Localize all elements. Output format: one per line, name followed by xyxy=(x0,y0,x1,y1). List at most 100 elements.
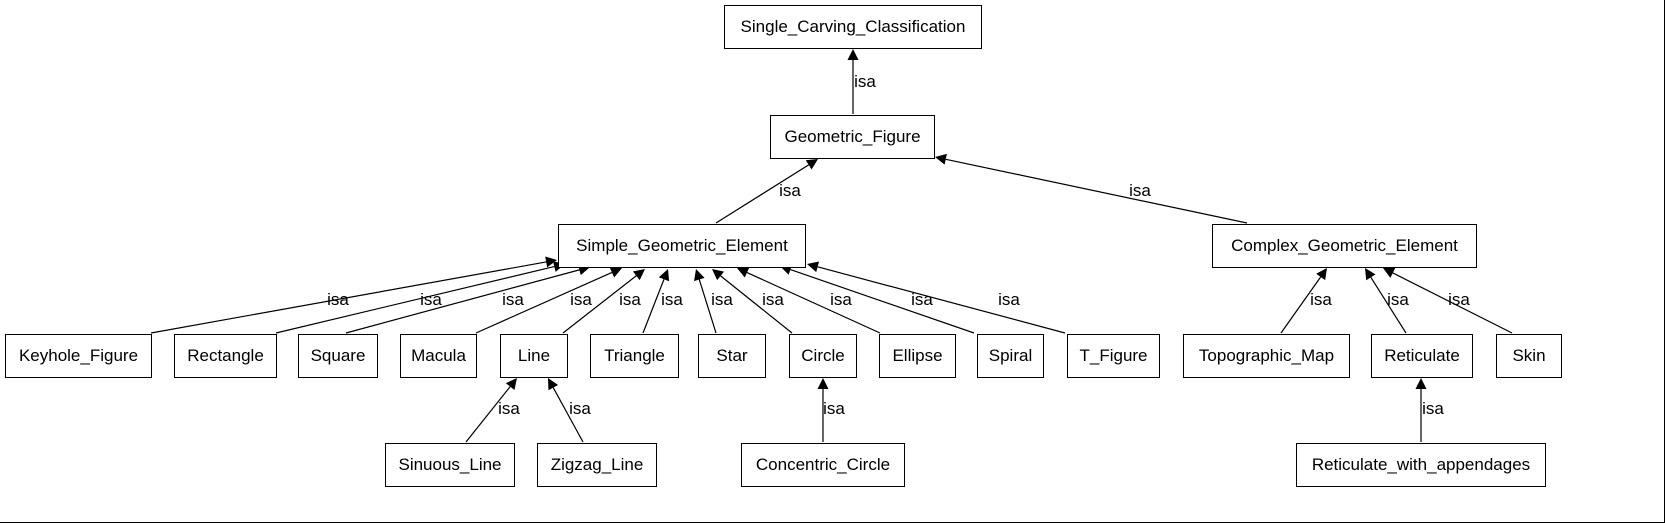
edge-label: isa xyxy=(1310,290,1332,309)
edge-line-to-simple-geometric-element: isa xyxy=(562,269,645,334)
edge-label: isa xyxy=(711,290,733,309)
edge-topographic-map-to-complex-geometric-element: isa xyxy=(1280,268,1332,334)
edge-line xyxy=(150,261,547,334)
arrowhead xyxy=(609,267,622,278)
edge-label: isa xyxy=(1448,290,1470,309)
edge-line xyxy=(1392,272,1513,334)
edge-reticulate-to-complex-geometric-element: isa xyxy=(1365,268,1409,334)
arrowhead xyxy=(694,269,705,282)
edge-label: isa xyxy=(830,290,852,309)
edge-label: isa xyxy=(570,290,592,309)
arrowhead xyxy=(817,378,829,389)
edge-label: isa xyxy=(854,72,876,91)
node-concentric-circle: Concentric_Circle xyxy=(741,443,905,487)
edge-label: isa xyxy=(779,181,801,200)
arrowhead xyxy=(807,261,820,273)
edge-circle-to-simple-geometric-element: isa xyxy=(712,269,793,334)
edge-line xyxy=(817,266,1066,334)
edge-label: isa xyxy=(502,290,524,309)
edge-line xyxy=(345,269,580,334)
edge-line xyxy=(552,387,584,443)
edge-label: isa xyxy=(998,290,1020,309)
edge-geometric-figure-to-single-carving-classification: isa xyxy=(847,49,876,114)
arrowhead xyxy=(1316,268,1327,281)
node-triangle: Triangle xyxy=(590,334,679,378)
arrowhead xyxy=(545,256,557,268)
edge-sinuous-line-to-line: isa xyxy=(465,378,520,443)
edge-line xyxy=(698,279,717,334)
node-keyhole-figure: Keyhole_Figure xyxy=(5,334,152,378)
edge-label: isa xyxy=(762,290,784,309)
arrowhead xyxy=(1383,268,1396,278)
node-square: Square xyxy=(298,334,378,378)
arrowhead xyxy=(548,378,559,391)
arrowhead xyxy=(805,159,818,170)
edge-label: isa xyxy=(911,290,933,309)
edge-line xyxy=(1370,276,1407,334)
edge-line xyxy=(720,275,793,334)
edge-skin-to-complex-geometric-element: isa xyxy=(1383,268,1513,334)
edge-line xyxy=(945,158,1248,224)
arrowhead xyxy=(935,153,947,165)
edge-complex-geometric-element-to-geometric-figure: isa xyxy=(935,153,1248,224)
node-skin: Skin xyxy=(1496,334,1562,378)
edge-line xyxy=(1280,276,1322,334)
edge-keyhole-figure-to-simple-geometric-element: isa xyxy=(150,256,557,334)
edge-simple-geometric-element-to-geometric-figure: isa xyxy=(715,159,818,224)
node-complex-geometric-element: Complex_Geometric_Element xyxy=(1212,224,1477,268)
edge-reticulate-with-appendages-to-reticulate: isa xyxy=(1415,378,1444,442)
node-spiral: Spiral xyxy=(977,334,1044,378)
edges-layer: isa isa isa isa isa isa isa isa isa isa isa isa isa i… xyxy=(150,49,1513,443)
edge-triangle-to-simple-geometric-element: isa xyxy=(642,269,683,334)
edge-line xyxy=(562,275,637,334)
edge-label: isa xyxy=(1422,399,1444,418)
edge-line xyxy=(790,269,975,334)
edge-label: isa xyxy=(327,290,349,309)
node-simple-geometric-element: Simple_Geometric_Element xyxy=(558,224,806,268)
node-line: Line xyxy=(500,334,568,378)
edge-label: isa xyxy=(619,290,641,309)
node-reticulate: Reticulate xyxy=(1371,334,1473,378)
edge-ellipse-to-simple-geometric-element: isa xyxy=(737,267,881,334)
node-reticulate-with-appendages: Reticulate_with_appendages xyxy=(1296,443,1546,487)
edge-label: isa xyxy=(1387,290,1409,309)
arrowhead xyxy=(1365,268,1376,281)
edge-label: isa xyxy=(420,290,442,309)
node-single-carving-classification: Single_Carving_Classification xyxy=(724,5,982,49)
arrowhead xyxy=(737,267,750,278)
node-topographic-map: Topographic_Map xyxy=(1183,334,1350,378)
edge-line xyxy=(465,386,511,443)
edge-rectangle-to-simple-geometric-element: isa xyxy=(275,261,565,334)
edge-zigzag-line-to-line: isa xyxy=(548,378,591,443)
edge-macula-to-simple-geometric-element: isa xyxy=(475,267,622,334)
edge-star-to-simple-geometric-element: isa xyxy=(694,269,733,334)
arrowhead xyxy=(712,269,725,281)
edge-line xyxy=(746,272,881,334)
node-ellipse: Ellipse xyxy=(879,334,956,378)
edge-t-figure-to-simple-geometric-element: isa xyxy=(807,261,1066,334)
node-sinuous-line: Sinuous_Line xyxy=(385,443,515,487)
node-circle: Circle xyxy=(789,334,857,378)
edge-line xyxy=(475,271,613,334)
edge-line xyxy=(275,265,555,334)
arrowhead xyxy=(505,378,517,391)
edge-line xyxy=(715,164,810,224)
arrowhead xyxy=(1415,378,1427,389)
edge-line xyxy=(642,279,665,334)
node-star: Star xyxy=(698,334,766,378)
edge-label: isa xyxy=(661,290,683,309)
edge-label: isa xyxy=(498,399,520,418)
edge-label: isa xyxy=(569,399,591,418)
node-zigzag-line: Zigzag_Line xyxy=(537,443,657,487)
node-rectangle: Rectangle xyxy=(174,334,277,378)
edge-concentric-circle-to-circle: isa xyxy=(817,378,845,442)
arrowhead xyxy=(632,269,645,281)
edge-label: isa xyxy=(1129,181,1151,200)
arrowhead xyxy=(658,269,670,282)
node-t-figure: T_Figure xyxy=(1067,334,1160,378)
node-geometric-figure: Geometric_Figure xyxy=(770,115,935,159)
edge-label: isa xyxy=(823,399,845,418)
arrowhead xyxy=(847,49,859,60)
